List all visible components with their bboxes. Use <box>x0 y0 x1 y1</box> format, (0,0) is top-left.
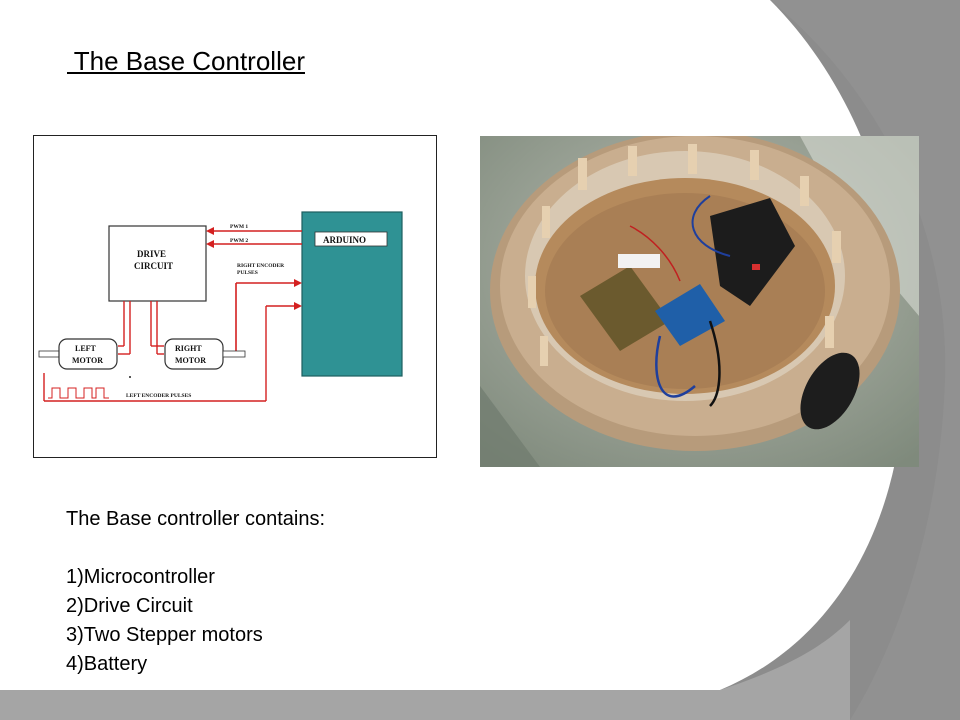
body-text: The Base controller contains: 1)Microcon… <box>66 505 325 679</box>
left-motor-label-1: LEFT <box>75 344 97 353</box>
right-motor-label-1: RIGHT <box>175 344 202 353</box>
list-item-4: 4)Battery <box>66 653 148 675</box>
left-encoder-label: LEFT ENCODER PULSES <box>126 393 191 399</box>
right-encoder-label-1: RIGHT ENCODER <box>237 263 285 269</box>
drive-circuit-block <box>108 225 207 302</box>
intro-text: The Base controller contains: <box>66 508 326 530</box>
list-item-1: 1)Microcontroller <box>66 566 215 588</box>
drive-circuit-label-2: CIRCUIT <box>134 261 173 271</box>
right-encoder-label-2: PULSES <box>237 270 258 276</box>
pwm1-label: PWM 1 <box>230 224 248 230</box>
blank-line <box>66 534 325 563</box>
left-motor-label-2: MOTOR <box>72 356 103 365</box>
right-motor-label-2: MOTOR <box>175 356 206 365</box>
list-item-2: 2)Drive Circuit <box>66 595 193 617</box>
block-diagram: DRIVE CIRCUIT ARDUINO PWM 1 PWM 2 RIGHT … <box>33 135 437 458</box>
arduino-label-box <box>314 231 388 247</box>
left-motor-block <box>58 338 118 370</box>
list-item-3: 3)Two Stepper motors <box>66 624 263 646</box>
slide-title: The Base Controller <box>67 46 305 76</box>
robot-base-photo <box>480 136 919 467</box>
arduino-label: ARDUINO <box>323 235 366 245</box>
drive-circuit-label-1: DRIVE <box>137 249 166 259</box>
pwm2-label: PWM 2 <box>230 238 248 244</box>
